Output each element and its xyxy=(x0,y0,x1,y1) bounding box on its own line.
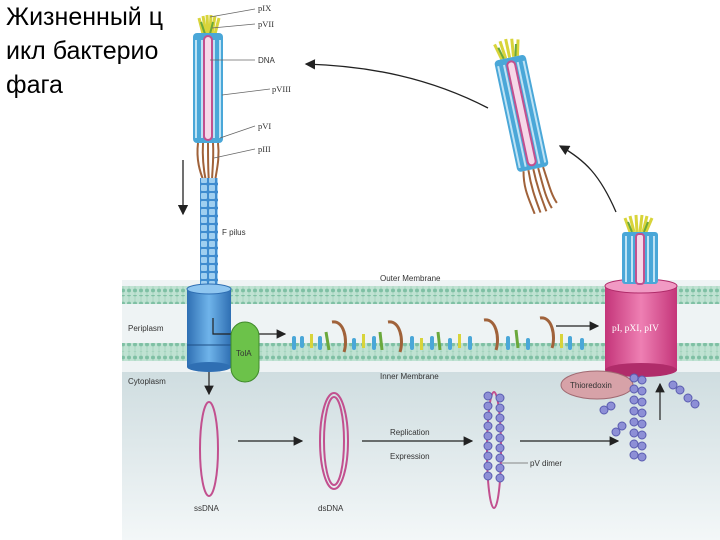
free-pv-dimers xyxy=(599,380,700,437)
cytoplasm-label: Cytoplasm xyxy=(128,377,166,386)
label-pvi: pVI xyxy=(258,121,271,131)
pv-dna-column-right xyxy=(629,373,647,462)
label-pviii: pVIII xyxy=(272,84,291,94)
part-leaders xyxy=(209,8,271,159)
periplasm-label: Periplasm xyxy=(128,324,164,333)
dsdna-label: dsDNA xyxy=(318,504,344,513)
dsdna-circle xyxy=(319,392,349,490)
assembly-complex-label: pI, pXI, pIV xyxy=(612,324,659,334)
thioredoxin: Thioredoxin xyxy=(560,370,634,400)
outer-membrane-label: Outer Membrane xyxy=(380,274,441,283)
phage-released xyxy=(493,38,558,215)
f-pilus-label: F pilus xyxy=(222,228,246,237)
label-pvii: pVII xyxy=(258,19,274,29)
pv-dna-complex xyxy=(483,391,505,509)
phage-tail xyxy=(196,142,220,183)
ssdna-label: ssDNA xyxy=(194,504,220,513)
assembly-complex: pI, pXI, pIV xyxy=(604,278,678,377)
reinfection-arrow xyxy=(304,59,489,109)
slide-title: Жизненный цикл бактериофага xyxy=(6,3,164,99)
pv-dimer-label: pV dimer xyxy=(530,459,562,468)
phage-dna xyxy=(203,35,213,141)
secretion-arrow-left xyxy=(212,318,287,339)
phage-entering: pIX pVII DNA pVIII pVI pIII xyxy=(193,3,291,183)
label-dna: DNA xyxy=(258,56,276,65)
ssdna-circle xyxy=(199,401,219,497)
release-arrow xyxy=(558,145,617,213)
expression-label: Expression xyxy=(390,452,430,461)
tola-protein: TolA xyxy=(230,321,260,383)
phage-tip xyxy=(197,14,221,35)
periplasm-coat-proteins xyxy=(292,316,584,353)
phage-emerging xyxy=(622,214,658,285)
outer-membrane xyxy=(122,286,720,304)
cytoplasm-region xyxy=(122,372,720,540)
coat-subunits xyxy=(195,40,221,138)
tola-label: TolA xyxy=(236,349,252,358)
f-pilus xyxy=(200,178,218,288)
label-piii: pIII xyxy=(258,144,271,154)
label-pix: pIX xyxy=(258,3,271,13)
thioredoxin-label: Thioredoxin xyxy=(570,381,612,390)
inner-membrane-label: Inner Membrane xyxy=(380,372,439,381)
entry-channel xyxy=(186,283,232,372)
replication-label: Replication xyxy=(390,428,430,437)
